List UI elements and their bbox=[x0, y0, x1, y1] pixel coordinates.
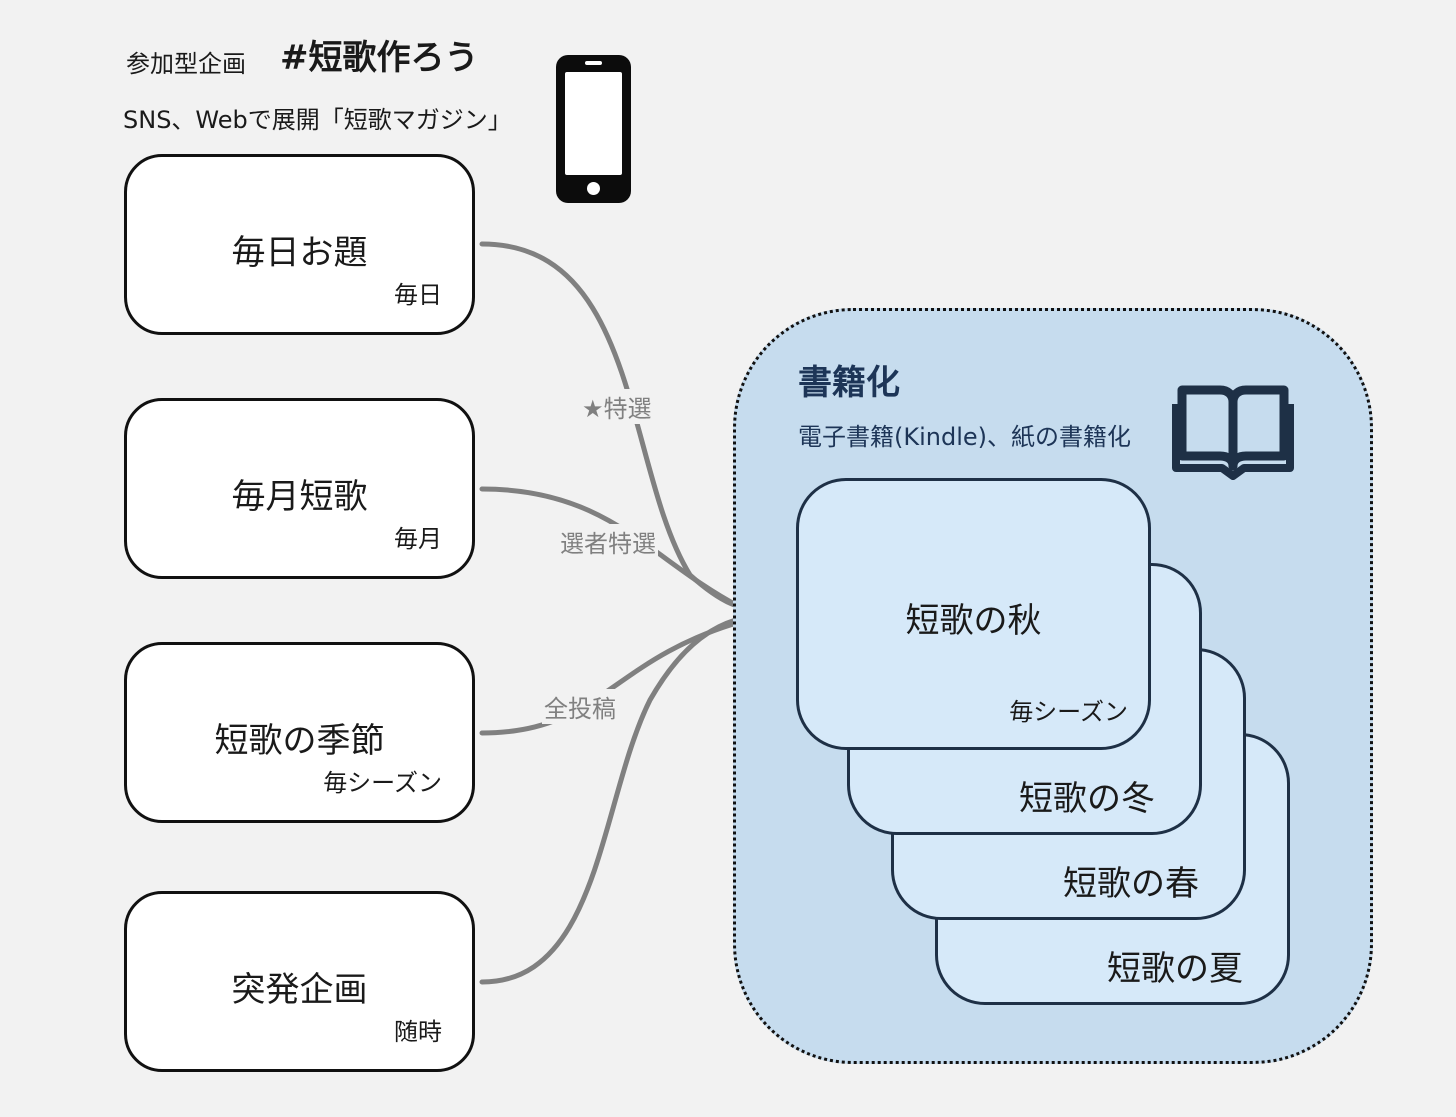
edge-label-all-posts: 全投稿 bbox=[542, 689, 618, 724]
source-box-season: 短歌の季節 毎シーズン bbox=[124, 642, 475, 823]
header-description: SNS、Webで展開「短歌マガジン」 bbox=[123, 106, 512, 134]
source-box-daily: 毎日お題 毎日 bbox=[124, 154, 475, 335]
book-title: 書籍化 bbox=[798, 363, 900, 403]
season-frequency: 毎シーズン bbox=[1009, 698, 1128, 726]
season-name: 短歌の秋 bbox=[905, 601, 1042, 641]
source-name: 突発企画 bbox=[231, 970, 368, 1010]
season-name: 短歌の夏 bbox=[1107, 949, 1243, 989]
source-name: 毎日お題 bbox=[231, 233, 368, 273]
edge-label-selector-featured: 選者特選 bbox=[558, 524, 658, 559]
open-book-icon bbox=[1172, 385, 1294, 480]
season-card-autumn: 短歌の秋 毎シーズン bbox=[796, 478, 1151, 750]
source-name: 毎月短歌 bbox=[231, 477, 368, 517]
header-label: 参加型企画 bbox=[126, 50, 246, 78]
book-description: 電子書籍(Kindle)、紙の書籍化 bbox=[798, 423, 1132, 451]
connector-special bbox=[479, 610, 783, 985]
source-box-special: 突発企画 随時 bbox=[124, 891, 475, 1072]
source-box-monthly: 毎月短歌 毎月 bbox=[124, 398, 475, 579]
source-name: 短歌の季節 bbox=[214, 721, 385, 761]
source-frequency: 毎月 bbox=[394, 525, 442, 553]
source-frequency: 毎シーズン bbox=[323, 769, 442, 797]
source-frequency: 毎日 bbox=[394, 281, 442, 309]
smartphone-icon bbox=[556, 55, 631, 203]
season-name: 短歌の冬 bbox=[1019, 779, 1155, 819]
source-frequency: 随時 bbox=[394, 1018, 442, 1046]
edge-label-featured: ★特選 bbox=[580, 389, 654, 424]
season-name: 短歌の春 bbox=[1063, 864, 1199, 904]
page-title: #短歌作ろう bbox=[280, 38, 479, 78]
